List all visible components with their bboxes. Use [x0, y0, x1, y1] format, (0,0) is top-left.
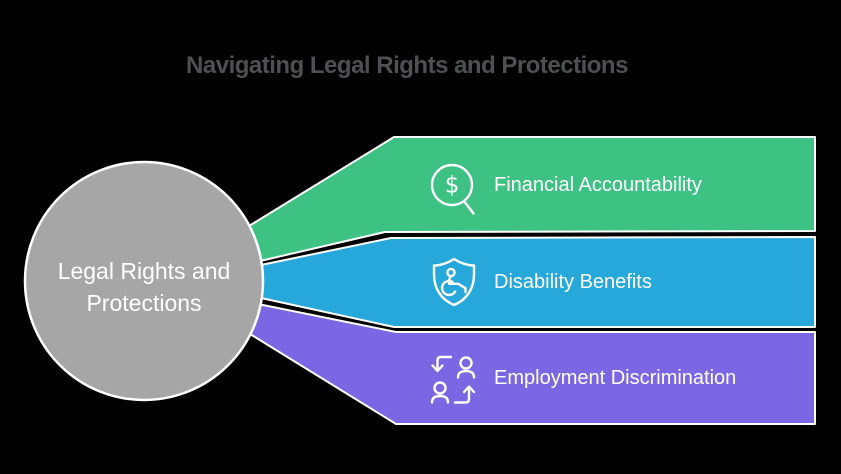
swap-arrow-down [436, 355, 453, 372]
center-node-label-line2: Protections [86, 290, 201, 316]
swap-arrow-up [453, 385, 471, 404]
person-top-head [459, 356, 473, 370]
person-top-shoulders [456, 369, 476, 379]
shield-outline [432, 257, 476, 307]
branch-employment-discrimination: Employment Discrimination [249, 303, 816, 425]
branch-label: Disability Benefits [494, 271, 652, 293]
magnifier-lens [430, 163, 474, 207]
swap-arrow-up-head [462, 385, 476, 394]
dollar-magnifier-icon: $ [430, 163, 475, 215]
wheelchair-wheel [440, 279, 457, 297]
center-node-circle [23, 160, 265, 402]
branch-label: Financial Accountability [494, 174, 702, 196]
center-node-label-line1: Legal Rights and [58, 258, 231, 284]
branch-disability-benefits: Disability Benefits [260, 236, 816, 328]
people-swap-icon [430, 355, 476, 404]
swap-arrow-down-head [431, 364, 444, 373]
wheelchair-shield-icon [432, 257, 476, 307]
center-node: Legal Rights and Protections [23, 160, 265, 402]
page-title: Navigating Legal Rights and Protections [186, 52, 628, 79]
person-bottom-shoulders [430, 394, 450, 404]
branch-label: Employment Discrimination [494, 367, 736, 389]
dollar-symbol: $ [445, 173, 460, 199]
person-bottom-head [433, 381, 447, 395]
magnifier-handle [462, 199, 475, 215]
